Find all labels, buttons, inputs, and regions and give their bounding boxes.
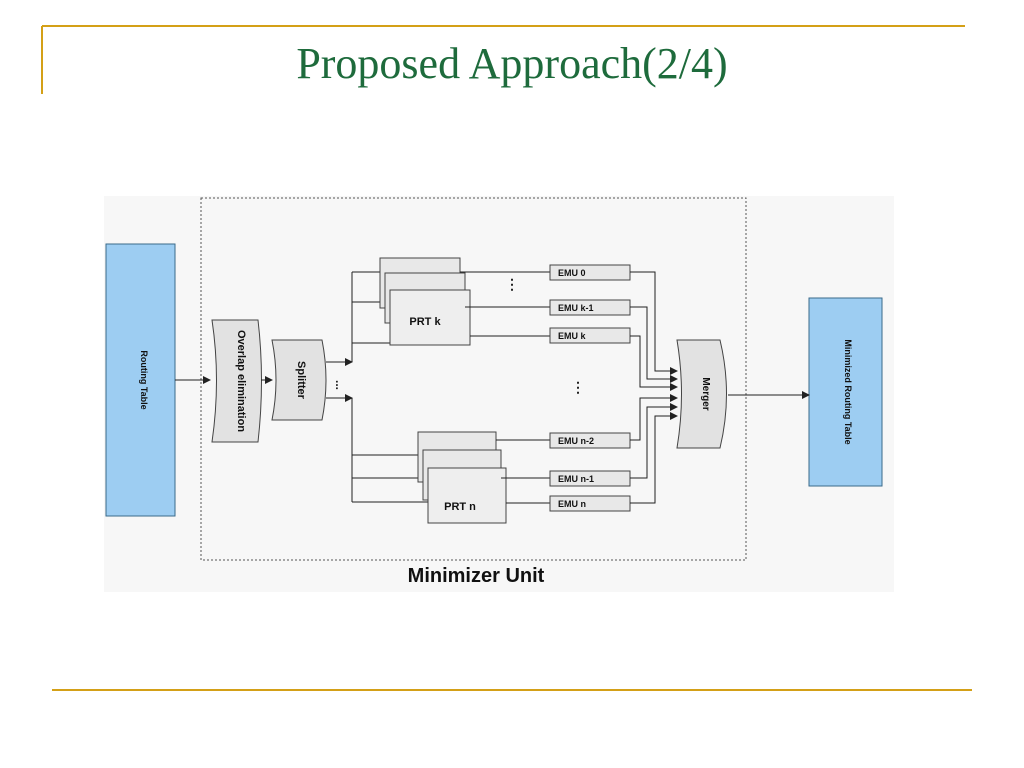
minimized-routing-table-label: Minimized Routing Table (843, 339, 853, 444)
emu-n-2-label: EMU n-2 (558, 436, 594, 446)
merger-label: Merger (700, 377, 711, 410)
emu-n-label: EMU n (558, 499, 586, 509)
prt-k-block (389, 289, 471, 346)
routing-table-label: Routing Table (139, 350, 149, 409)
merger-block (676, 339, 727, 449)
prt-k-label: PRT k (409, 316, 441, 328)
slide-title: Proposed Approach(2/4) (296, 39, 728, 88)
prt-n-label: PRT n (444, 501, 476, 513)
splitter-block (271, 339, 327, 421)
minimizer-unit-border (200, 197, 747, 561)
minimizer-unit-label: Minimizer Unit (408, 565, 545, 587)
overlap-elimination-block (211, 319, 262, 443)
overlap-elimination-label: Overlap elimination (235, 330, 247, 432)
emu-ellipsis: ⋮ (571, 379, 585, 395)
splitter-label: Splitter (295, 361, 307, 400)
emu-0-label: EMU 0 (558, 268, 586, 278)
prt-top-ellipsis: ⋮ (505, 276, 519, 292)
prt-n-block (427, 467, 507, 524)
emu-k-label: EMU k (558, 331, 587, 341)
emu-n-1-label: EMU n-1 (558, 474, 594, 484)
emu-k-1-label: EMU k-1 (558, 303, 594, 313)
splitter-ellipsis: ... (333, 380, 347, 390)
